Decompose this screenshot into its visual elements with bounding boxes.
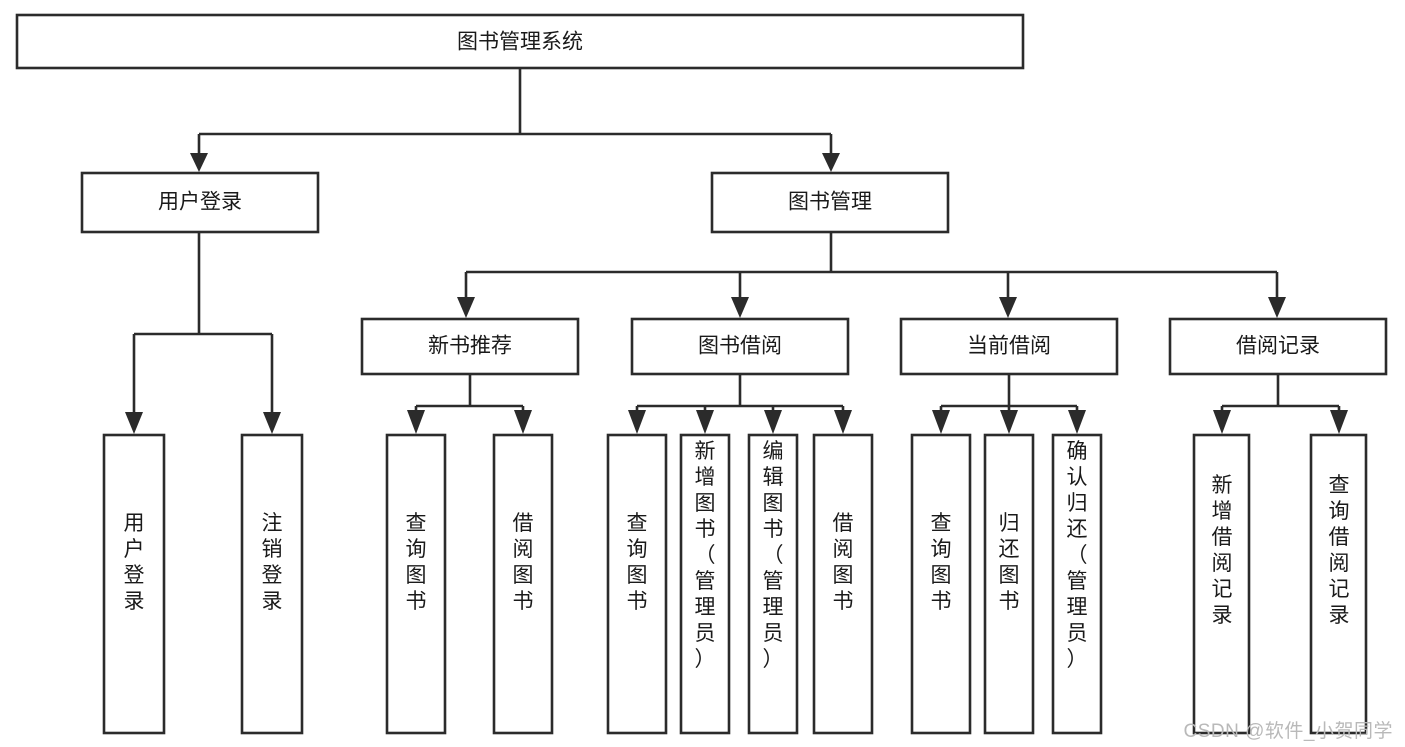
node-leaf-borrow-book-1-label: 借阅图书 [513,512,534,613]
arrow-head-new-book-recommend [457,297,475,318]
node-leaf-query-book-2-rect[interactable] [606,433,668,735]
arrow-head-leaf-user-logout [263,412,281,434]
node-leaf-query-book-3-rect[interactable] [910,433,972,735]
arrow-head-leaf-return-book [1000,410,1018,434]
node-user-login-label: 用户登录 [158,191,242,214]
node-current-borrow[interactable]: 当前借阅 [899,317,1119,376]
node-user-login-rect[interactable] [80,171,320,234]
arrow-head-book-management [822,153,840,172]
node-current-borrow-rect[interactable] [899,317,1119,376]
node-leaf-add-book[interactable]: 新增图书（管理员） [679,433,731,735]
node-leaf-query-book-2[interactable]: 查询图书 [606,433,668,735]
arrow-head-borrow-record [1268,297,1286,318]
node-root-rect[interactable] [15,13,1025,70]
node-book-borrow[interactable]: 图书借阅 [630,317,850,376]
node-user-login[interactable]: 用户登录 [80,171,320,234]
node-leaf-user-login-rect[interactable] [102,433,166,735]
node-leaf-query-book-3-label: 查询图书 [931,512,952,613]
node-leaf-query-book-2-label: 查询图书 [627,512,648,613]
node-leaf-return-book-label: 归还图书 [999,512,1020,613]
node-root[interactable]: 图书管理系统 [15,13,1025,70]
node-leaf-user-logout[interactable]: 注销登录 [240,433,304,735]
arrow-head-leaf-user-login [125,412,143,434]
node-borrow-record[interactable]: 借阅记录 [1168,317,1388,376]
arrow-head-leaf-query-book-1 [407,410,425,434]
node-leaf-query-record-label: 查询借阅记录 [1329,474,1350,627]
node-book-borrow-rect[interactable] [630,317,850,376]
csdn-watermark: CSDN @软件_小贺同学 [1183,721,1393,742]
node-leaf-user-login[interactable]: 用户登录 [102,433,166,735]
arrow-head-book-borrow [731,297,749,318]
node-leaf-add-book-label: 新增图书（管理员） [695,440,716,671]
arrow-head-leaf-query-book-3 [932,410,950,434]
node-book-borrow-label: 图书借阅 [698,335,782,358]
node-new-book-recommend-label: 新书推荐 [428,335,512,358]
node-leaf-edit-book-rect[interactable] [747,433,799,735]
node-borrow-record-rect[interactable] [1168,317,1388,376]
node-leaf-user-logout-rect[interactable] [240,433,304,735]
node-borrow-record-label: 借阅记录 [1236,335,1320,358]
node-leaf-borrow-book-2-label: 借阅图书 [833,512,854,613]
node-leaf-add-record-rect[interactable] [1192,433,1251,735]
node-leaf-return-book[interactable]: 归还图书 [983,433,1035,735]
node-book-management-rect[interactable] [710,171,950,234]
node-book-management[interactable]: 图书管理 [710,171,950,234]
arrow-head-leaf-add-record [1213,410,1231,434]
node-new-book-recommend-rect[interactable] [360,317,580,376]
node-leaf-edit-book[interactable]: 编辑图书（管理员） [747,433,799,735]
arrow-head-leaf-borrow-book-2 [834,410,852,434]
node-leaf-query-book-1-rect[interactable] [385,433,447,735]
arrow-head-current-borrow [999,297,1017,318]
node-leaf-add-book-rect[interactable] [679,433,731,735]
node-new-book-recommend[interactable]: 新书推荐 [360,317,580,376]
node-current-borrow-label: 当前借阅 [967,335,1051,358]
node-leaf-add-record[interactable]: 新增借阅记录 [1192,433,1251,735]
node-leaf-confirm-return[interactable]: 确认归还（管理员） [1051,433,1103,735]
node-leaf-confirm-return-rect[interactable] [1051,433,1103,735]
node-book-management-label: 图书管理 [788,191,872,214]
node-leaf-borrow-book-1-rect[interactable] [492,433,554,735]
node-leaf-borrow-book-2-rect[interactable] [812,433,874,735]
node-leaf-borrow-book-2[interactable]: 借阅图书 [812,433,874,735]
node-leaf-query-book-1[interactable]: 查询图书 [385,433,447,735]
node-leaf-query-book-3[interactable]: 查询图书 [910,433,972,735]
arrow-head-leaf-query-record [1330,410,1348,434]
node-leaf-user-login-label: 用户登录 [124,512,145,613]
node-leaf-query-record-rect[interactable] [1309,433,1368,735]
node-leaf-query-record[interactable]: 查询借阅记录 [1309,433,1368,735]
arrow-head-user-login [190,153,208,172]
arrow-head-leaf-borrow-book-1 [514,410,532,434]
node-leaf-borrow-book-1[interactable]: 借阅图书 [492,433,554,735]
node-leaf-query-book-1-label: 查询图书 [406,512,427,613]
node-root-label: 图书管理系统 [457,31,583,54]
node-leaf-add-record-label: 新增借阅记录 [1212,474,1233,627]
arrow-head-leaf-edit-book [764,410,782,434]
arrow-head-leaf-add-book [696,410,714,434]
node-leaf-return-book-rect[interactable] [983,433,1035,735]
arrow-head-leaf-query-book-2 [628,410,646,434]
node-leaf-confirm-return-label: 确认归还（管理员） [1067,440,1088,671]
node-leaf-edit-book-label: 编辑图书（管理员） [763,440,784,671]
connector-layer [125,69,1348,434]
node-leaf-user-logout-label: 注销登录 [262,512,283,613]
arrow-head-leaf-confirm-return [1068,410,1086,434]
